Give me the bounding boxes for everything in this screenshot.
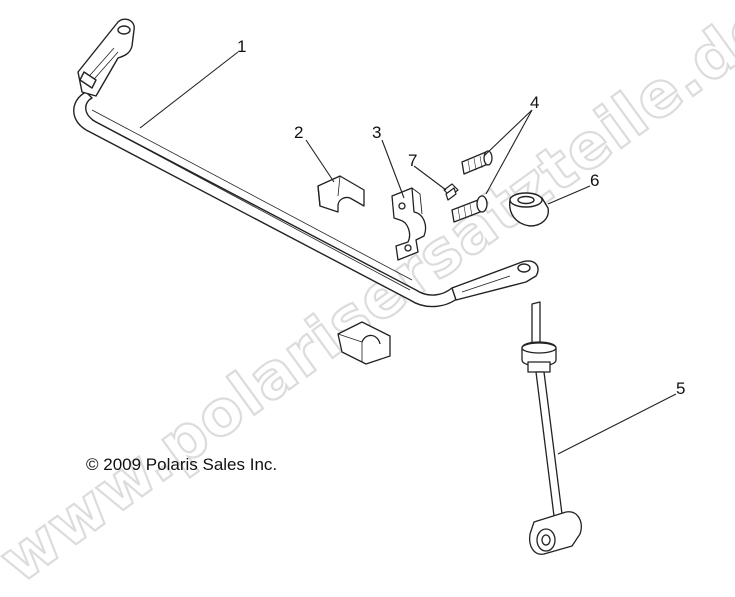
grease-fitting — [443, 183, 459, 201]
callout-2: 2 — [294, 123, 303, 142]
callout-1: 1 — [237, 37, 246, 56]
bushing-upper — [317, 175, 365, 213]
sway-bar — [73, 18, 539, 308]
callout-4: 4 — [530, 93, 539, 112]
callout-6: 6 — [590, 171, 599, 190]
callout-7: 7 — [408, 151, 417, 170]
leader-lines — [139, 51, 677, 455]
end-link — [521, 301, 582, 555]
bolt-upper — [461, 150, 493, 175]
callout-5: 5 — [676, 379, 685, 398]
copyright-notice: © 2009 Polaris Sales Inc. — [86, 455, 278, 474]
bolt-lower — [451, 195, 488, 223]
nut-bushing — [509, 192, 549, 227]
callouts: 1 2 3 4 5 6 7 — [237, 37, 685, 398]
bracket — [391, 187, 427, 261]
callout-3: 3 — [372, 123, 381, 142]
bushing-lower — [337, 321, 391, 365]
